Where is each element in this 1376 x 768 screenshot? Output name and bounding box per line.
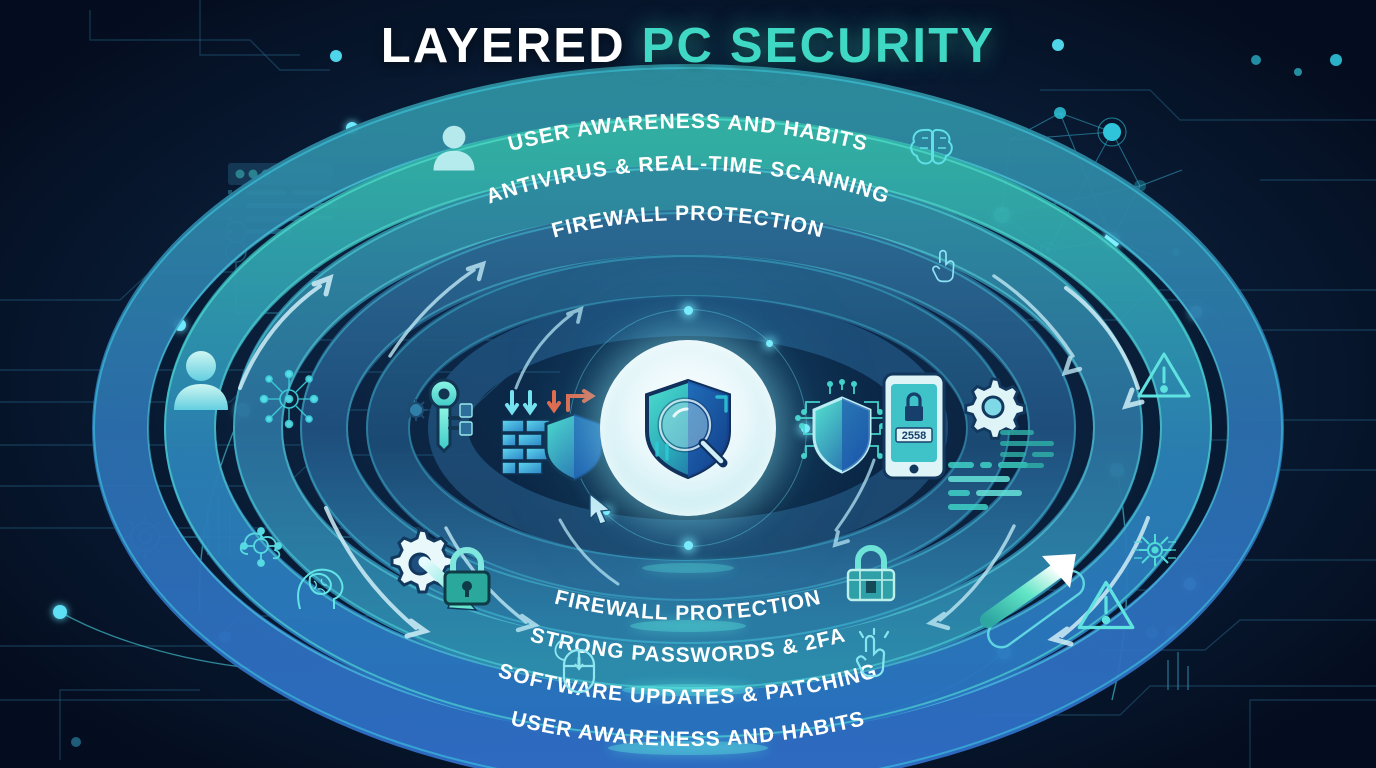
document-lines-icon bbox=[1000, 430, 1056, 480]
padlock-icon[interactable] bbox=[438, 544, 496, 608]
warning-triangle-icon[interactable] bbox=[1136, 350, 1192, 400]
orbit-dot-right bbox=[801, 424, 810, 433]
shield-circuit-icon[interactable] bbox=[790, 379, 894, 480]
progress-arrow-icon[interactable] bbox=[978, 548, 1098, 649]
orbit-dot-top bbox=[684, 306, 693, 315]
node-network-icon[interactable] bbox=[256, 366, 322, 432]
page-title: LAYERED PC SECURITY bbox=[0, 18, 1376, 74]
shield-magnifier-icon bbox=[645, 378, 731, 480]
warning-triangle-icon-2[interactable] bbox=[1076, 578, 1136, 632]
brain-icon[interactable] bbox=[908, 124, 958, 170]
key-icon[interactable] bbox=[404, 374, 476, 454]
cloud-network-icon[interactable] bbox=[232, 520, 292, 572]
padlock-digital-icon[interactable] bbox=[838, 540, 904, 606]
core-shield-badge[interactable] bbox=[600, 340, 776, 516]
gear-icon-right[interactable] bbox=[960, 374, 1026, 440]
cursor-click-icon[interactable] bbox=[848, 627, 900, 684]
orbit-dot-sw bbox=[603, 508, 610, 515]
layered-security-diagram: USER AWARENESS AND HABITS ANTIVIRUS & RE… bbox=[92, 64, 1284, 768]
user-avatar-icon[interactable] bbox=[170, 346, 232, 412]
cursor-arrow-icon[interactable] bbox=[586, 492, 614, 525]
flow-arrows bbox=[238, 273, 1150, 647]
mouse-icon[interactable] bbox=[548, 636, 602, 696]
phone-code-text: 2558 bbox=[902, 430, 926, 442]
phone-2fa-icon[interactable]: 2558 bbox=[878, 370, 950, 482]
brain-head-icon[interactable] bbox=[288, 553, 350, 615]
user-avatar-icon-top[interactable] bbox=[430, 122, 478, 172]
firewall-brick-shield-icon[interactable] bbox=[498, 388, 608, 484]
idea-node-icon[interactable] bbox=[1126, 520, 1184, 578]
orbit-dot-bottom bbox=[684, 541, 693, 550]
title-part-two: PC SECURITY bbox=[641, 19, 996, 73]
orbit-dot-ne bbox=[766, 340, 773, 347]
title-part-one: LAYERED bbox=[380, 19, 626, 73]
cursor-pointer-icon-top[interactable] bbox=[926, 244, 966, 288]
